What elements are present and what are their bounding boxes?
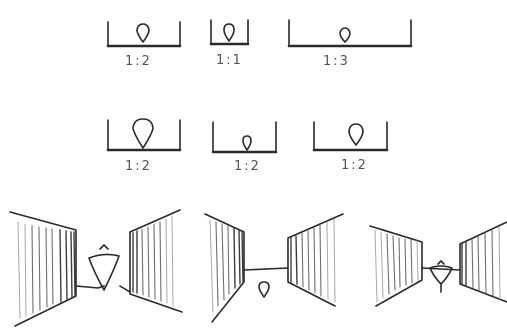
row1-stage-2 <box>211 20 248 44</box>
row2-stage-3 <box>314 122 387 150</box>
ratio-label-row2-2: 1:2 <box>234 159 261 174</box>
row2-stage-2 <box>213 122 276 152</box>
ratio-label-row1-3: 1:3 <box>323 54 350 69</box>
row1-stage-1 <box>108 22 180 46</box>
ratio-label-row2-3: 1:2 <box>341 158 368 173</box>
perspective-sketch-1 <box>10 210 182 326</box>
perspective-sketch-2 <box>205 214 343 322</box>
row2-stage-1 <box>108 119 180 150</box>
row1-stage-3 <box>289 20 411 46</box>
ratio-label-row1-2: 1:1 <box>216 53 243 68</box>
ratio-label-row1-1: 1:2 <box>125 54 152 69</box>
ratio-label-row2-1: 1:2 <box>125 159 152 174</box>
perspective-sketch-3 <box>370 222 507 306</box>
